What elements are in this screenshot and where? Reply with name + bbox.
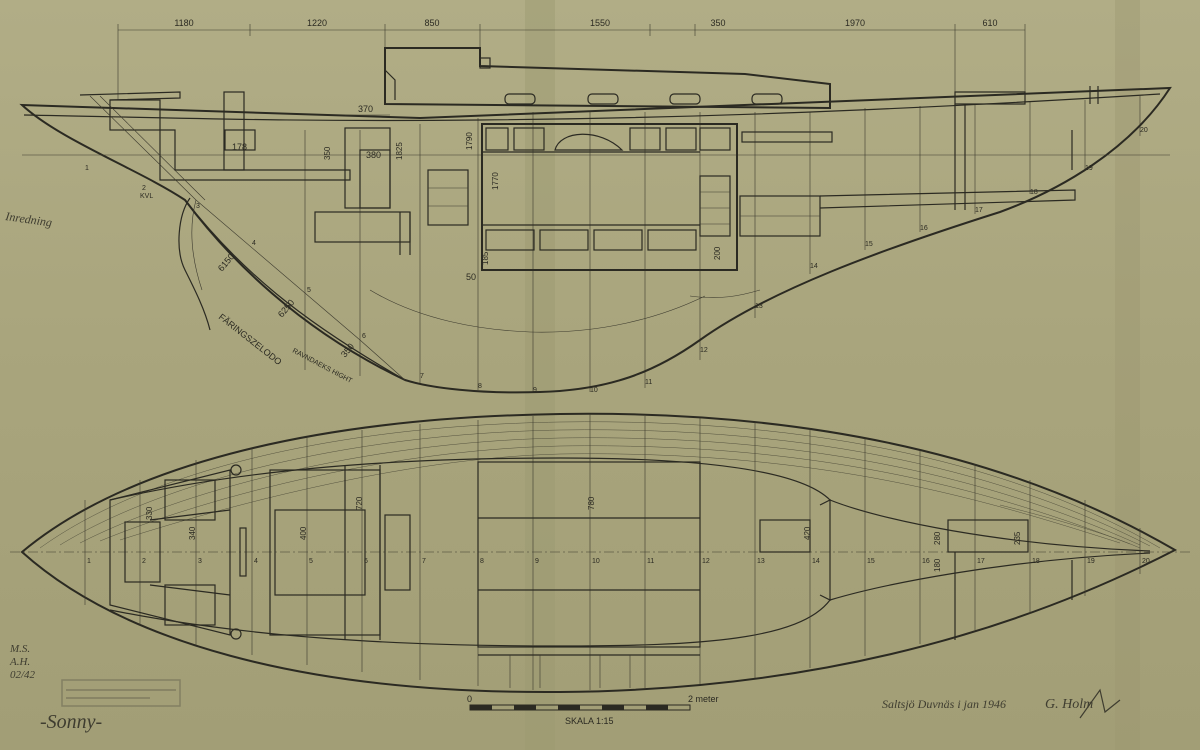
plan-station-numbers: 1 2 3 4 5 6 7 8 9 10 11 12 13 14 15 16 1… [87, 558, 1150, 565]
dim-420: 420 [803, 526, 812, 540]
dim-1825: 1825 [395, 142, 404, 160]
svg-text:20: 20 [1140, 127, 1148, 134]
dim-50: 50 [466, 272, 476, 282]
svg-text:12: 12 [700, 347, 708, 354]
svg-text:12: 12 [702, 558, 710, 565]
dim-400: 400 [299, 526, 308, 540]
dim-350: 350 [323, 146, 332, 160]
plan-view [10, 412, 1190, 694]
svg-text:11: 11 [645, 379, 652, 386]
svg-text:9: 9 [535, 558, 539, 565]
svg-text:02/42: 02/42 [10, 669, 36, 681]
svg-text:3: 3 [198, 558, 202, 565]
keel-text: FÄRINGSZELODO [217, 312, 284, 367]
dim-top-6: 1970 [845, 18, 865, 28]
svg-text:18: 18 [1030, 189, 1038, 196]
svg-text:7: 7 [422, 558, 426, 565]
svg-text:7: 7 [420, 373, 424, 380]
svg-text:10: 10 [592, 558, 600, 565]
svg-text:6: 6 [364, 558, 368, 565]
dim-780: 780 [587, 496, 596, 510]
svg-text:A.H.: A.H. [9, 656, 30, 668]
dim-top-2: 1220 [307, 18, 327, 28]
svg-text:1: 1 [87, 558, 91, 565]
svg-text:4: 4 [252, 240, 256, 247]
svg-text:1: 1 [85, 165, 89, 172]
svg-text:5: 5 [309, 558, 313, 565]
svg-text:14: 14 [812, 558, 820, 565]
dim-370: 370 [358, 104, 373, 114]
svg-text:3: 3 [196, 203, 200, 210]
dim-180: 180 [933, 558, 942, 572]
svg-text:5: 5 [307, 287, 311, 294]
svg-text:17: 17 [975, 207, 983, 214]
dim-top-1: 1180 [174, 18, 193, 28]
signature-name: G. Holm [1045, 697, 1093, 712]
profile-station-numbers: 1 2 3 4 5 6 7 8 9 10 11 12 13 14 15 16 1… [85, 127, 1148, 394]
dim-200: 200 [713, 246, 722, 260]
dim-top-4: 1550 [590, 18, 610, 28]
svg-text:11: 11 [647, 558, 654, 565]
dim-330: 330 [145, 506, 154, 520]
diag-6250: 6250 [276, 298, 297, 320]
stamp-annotation: M.S. A.H. 02/42 [9, 643, 36, 681]
svg-text:8: 8 [480, 558, 484, 565]
svg-text:16: 16 [922, 558, 930, 565]
scale-bar: 0 2 meter SKALA 1:15 [467, 694, 719, 726]
svg-text:2: 2 [142, 558, 146, 565]
svg-text:15: 15 [865, 241, 873, 248]
svg-text:13: 13 [757, 558, 765, 565]
dim-top-7: 610 [982, 18, 997, 28]
dim-top-5: 350 [710, 18, 725, 28]
svg-text:19: 19 [1087, 558, 1095, 565]
svg-text:16: 16 [920, 225, 928, 232]
svg-text:2: 2 [142, 185, 146, 192]
svg-text:9: 9 [533, 387, 537, 394]
profile-dimensions: 370 350 380 178 1825 1790 1770 200 50 18… [232, 104, 722, 282]
dim-340: 340 [188, 526, 197, 540]
scale-zero: 0 [467, 694, 472, 704]
boat-name: -Sonny- [40, 711, 102, 733]
svg-text:17: 17 [977, 558, 985, 565]
signature-place: Saltsjö Duvnäs i jan 1946 [882, 697, 1006, 711]
dim-1790: 1790 [465, 132, 474, 150]
scale-label: SKALA 1:15 [565, 716, 614, 726]
dim-185: 185 [481, 251, 490, 265]
lwl-label: KVL [140, 193, 153, 200]
dim-720: 720 [355, 496, 364, 510]
svg-text:19: 19 [1085, 165, 1093, 172]
svg-text:20: 20 [1142, 558, 1150, 565]
svg-text:M.S.: M.S. [9, 643, 30, 655]
dim-1770: 1770 [491, 172, 500, 190]
plan-dimensions: 330 340 400 720 780 420 280 180 235 [145, 496, 1022, 572]
svg-text:18: 18 [1032, 558, 1040, 565]
dim-380: 380 [366, 150, 381, 160]
svg-text:13: 13 [755, 303, 763, 310]
dim-280: 280 [933, 531, 942, 545]
svg-text:10: 10 [590, 387, 598, 394]
svg-text:6: 6 [362, 333, 366, 340]
profile-view [19, 47, 1172, 394]
margin-note: Inredning [4, 209, 53, 230]
dim-top-3: 850 [424, 18, 439, 28]
top-dimension-chain: 1180 1220 850 1550 350 1970 610 [117, 18, 1026, 100]
svg-text:4: 4 [254, 558, 258, 565]
svg-text:14: 14 [810, 263, 818, 270]
svg-text:15: 15 [867, 558, 875, 565]
dim-178: 178 [232, 142, 247, 152]
archive-stamp [61, 679, 181, 707]
signature-flourish [1079, 688, 1121, 719]
paper-fold-band [1115, 0, 1140, 750]
dim-235: 235 [1013, 531, 1022, 545]
scale-end: 2 meter [688, 694, 719, 704]
svg-text:8: 8 [478, 383, 482, 390]
